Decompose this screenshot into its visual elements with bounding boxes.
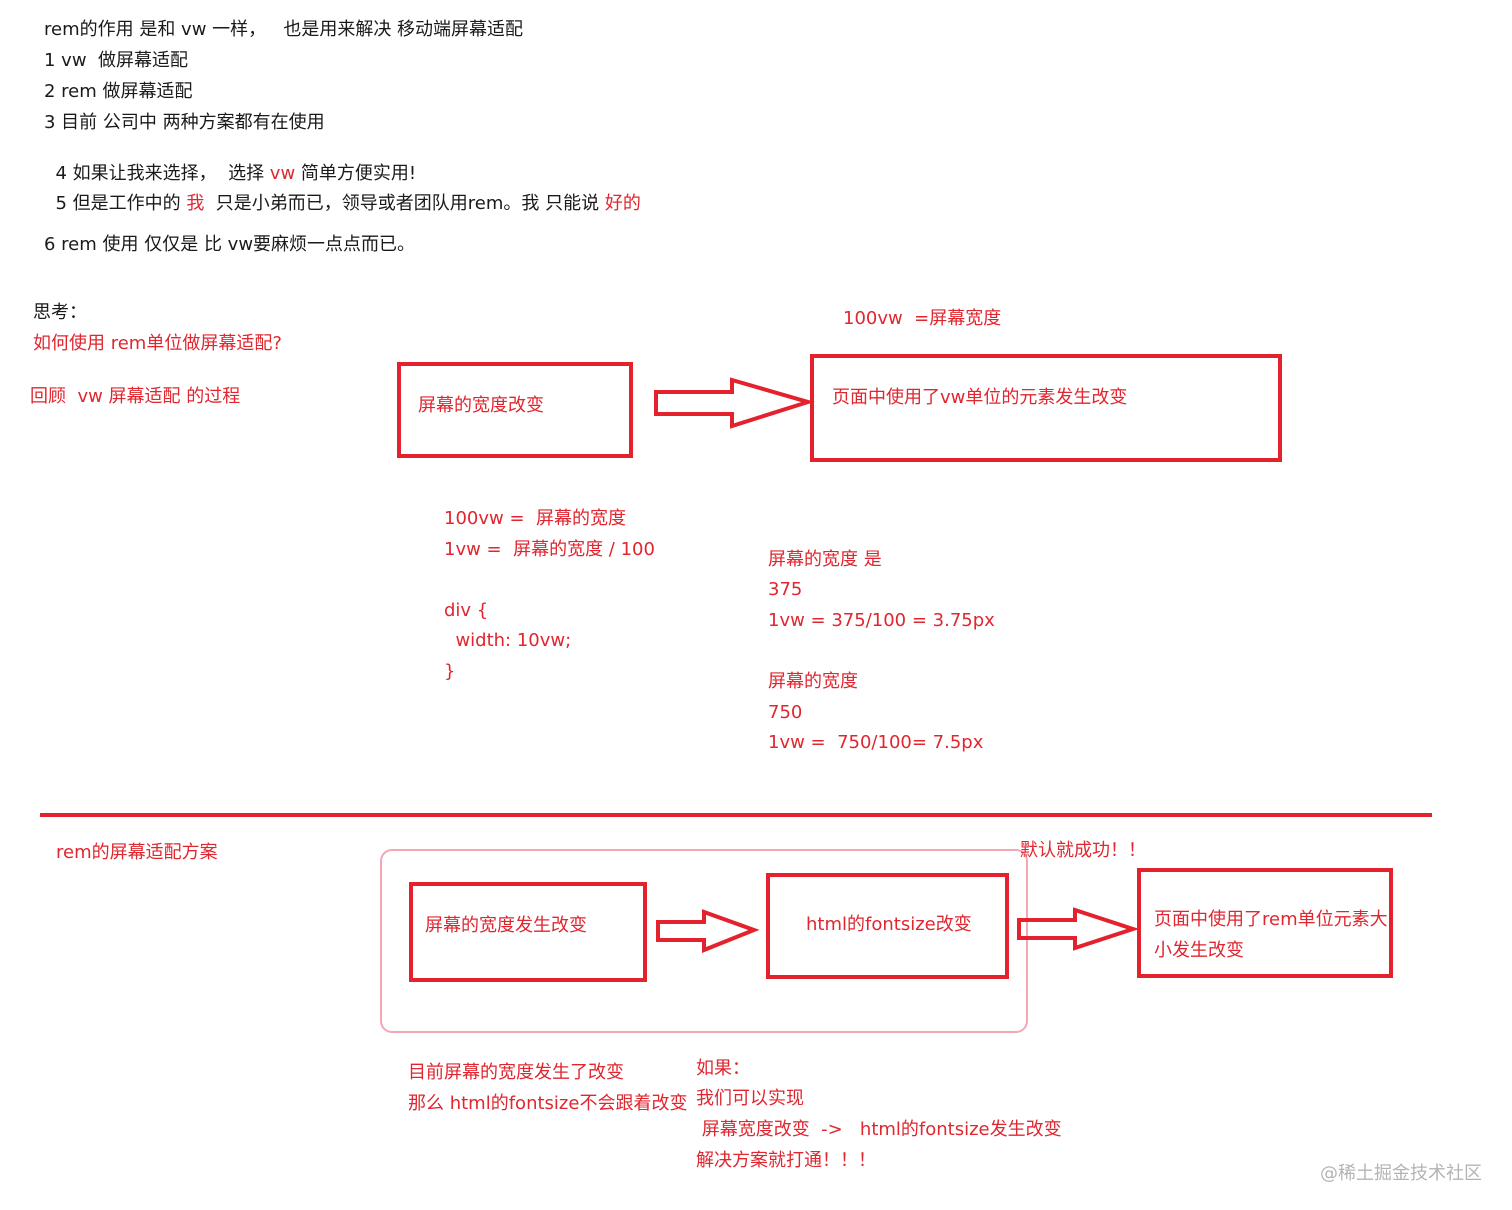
vw-formula-line-1: 100vw = 屏幕的宽度 xyxy=(444,508,626,529)
intro-line-6-highlight-2: 好的 xyxy=(604,193,641,214)
rem-flow-box-3-line-2: 小发生改变 xyxy=(1154,940,1244,961)
intro-line-2: 1 vw 做屏幕适配 xyxy=(44,50,188,71)
vw-flow-box-screen-width: 屏幕的宽度改变 xyxy=(397,362,633,458)
intro-line-6: 5 但是工作中的 我 只是小弟而已，领导或者团队用rem。我 只能说 好的 xyxy=(44,174,641,214)
intro-line-6-middle: 只是小弟而已，领导或者团队用rem。我 只能说 xyxy=(204,193,605,214)
rem-flow-box-2-label: html的fontsize改变 xyxy=(806,914,972,935)
intro-line-7: 6 rem 使用 仅仅是 比 vw要麻烦一点点而已。 xyxy=(44,234,416,255)
vw-example-line-7: 1vw = 750/100= 7.5px xyxy=(768,732,984,753)
vw-example-line-2: 375 xyxy=(768,579,803,600)
rem-flow-box-screen-width: 屏幕的宽度发生改变 xyxy=(409,882,647,982)
rem-flow-box-3-line-1: 页面中使用了rem单位元素大 xyxy=(1154,909,1388,930)
vw-flow-box-elements: 页面中使用了vw单位的元素发生改变 xyxy=(810,354,1282,462)
vw-formula-line-5: width: 10vw; xyxy=(444,630,572,651)
rem-note-left-line-2: 那么 html的fontsize不会跟着改变 xyxy=(408,1093,688,1114)
review-label: 回顾 vw 屏幕适配 的过程 xyxy=(30,386,241,407)
think-question: 如何使用 rem单位做屏幕适配? xyxy=(33,333,282,354)
intro-line-1: rem的作用 是和 vw 一样， 也是用来解决 移动端屏幕适配 xyxy=(44,19,524,40)
rem-flow-group-frame xyxy=(380,849,1028,1033)
vw-example-line-5: 屏幕的宽度 xyxy=(768,671,858,692)
intro-line-6-highlight-1: 我 xyxy=(186,193,205,214)
arrow-right-icon xyxy=(656,909,760,953)
rem-flow-box-elements: 页面中使用了rem单位元素大 小发生改变 xyxy=(1137,868,1393,978)
intro-line-5: 4 如果让我来选择， 选择 vw 简单方便实用! xyxy=(44,144,416,184)
intro-line-5-highlight: vw xyxy=(269,163,296,184)
intro-line-5-prefix: 4 如果让我来选择， 选择 xyxy=(55,163,270,184)
rem-note-right-line-3: 屏幕宽度改变 -> html的fontsize发生改变 xyxy=(696,1119,1062,1140)
rem-flow-title: rem的屏幕适配方案 xyxy=(56,842,218,863)
vw-flow-box-1-label: 屏幕的宽度改变 xyxy=(418,395,544,416)
arrow-right-icon xyxy=(1017,907,1140,951)
vw-note-top: 100vw =屏幕宽度 xyxy=(843,308,1002,329)
vw-flow-box-2-label: 页面中使用了vw单位的元素发生改变 xyxy=(832,387,1128,408)
rem-note-right-line-4: 解决方案就打通！！！ xyxy=(696,1150,876,1171)
vw-formula-line-6: } xyxy=(444,661,456,682)
vw-example-line-3: 1vw = 375/100 = 3.75px xyxy=(768,610,995,631)
vw-example-line-1: 屏幕的宽度 是 xyxy=(768,549,882,570)
intro-line-3: 2 rem 做屏幕适配 xyxy=(44,81,193,102)
section-divider xyxy=(40,813,1432,817)
rem-note-left-line-1: 目前屏幕的宽度发生了改变 xyxy=(408,1062,624,1083)
intro-line-6-prefix: 5 但是工作中的 xyxy=(55,193,187,214)
think-label: 思考： xyxy=(33,302,87,323)
watermark: @稀土掘金技术社区 xyxy=(1320,1163,1482,1184)
rem-note-right-line-2: 我们可以实现 xyxy=(696,1088,804,1109)
intro-line-5-suffix: 简单方便实用! xyxy=(295,163,417,184)
intro-line-4: 3 目前 公司中 两种方案都有在使用 xyxy=(44,112,325,133)
rem-flow-box-html-fontsize: html的fontsize改变 xyxy=(766,873,1009,979)
arrow-right-icon xyxy=(654,377,815,429)
vw-formula-line-4: div { xyxy=(444,600,489,621)
rem-flow-success-note: 默认就成功！！ xyxy=(1020,840,1146,861)
vw-formula-line-2: 1vw = 屏幕的宽度 / 100 xyxy=(444,539,655,560)
rem-note-right-line-1: 如果： xyxy=(696,1058,750,1079)
rem-flow-box-1-label: 屏幕的宽度发生改变 xyxy=(425,915,587,936)
vw-example-line-6: 750 xyxy=(768,702,803,723)
